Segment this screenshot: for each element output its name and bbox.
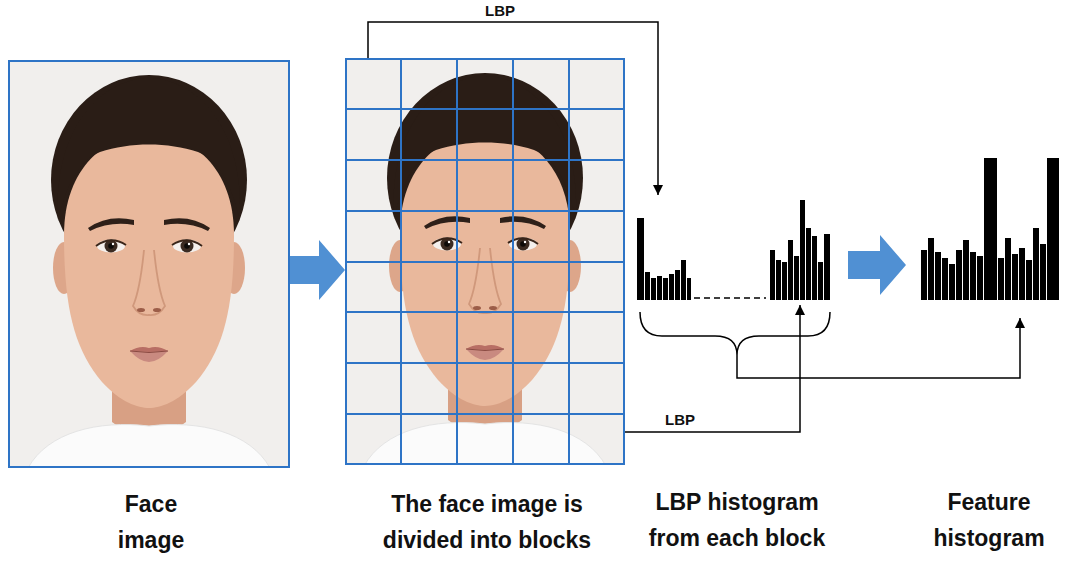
caption-text: Face image — [101, 486, 201, 558]
caption-text: The face image is divided into blocks — [362, 486, 612, 558]
grid-line — [345, 159, 625, 161]
caption-block: The face image is divided into blocks — [362, 486, 612, 558]
histogram-group: LBP histogram from each block — [632, 195, 842, 355]
grid-line — [345, 108, 625, 110]
edge-label: LBP — [482, 2, 518, 20]
caption-block: Feature histogram — [914, 484, 1064, 556]
block-arrow — [848, 235, 906, 295]
curly-brace — [640, 312, 830, 355]
histogram-group: Feature histogram — [912, 150, 1066, 318]
face-photo — [8, 60, 290, 468]
histogram-bars — [637, 218, 691, 300]
edge-label-text: LBP — [662, 411, 698, 428]
grid-line — [345, 362, 625, 364]
face-photo — [345, 58, 625, 465]
caption-text: LBP histogram from each block — [637, 484, 837, 556]
grid-line — [345, 311, 625, 313]
connector-line — [368, 22, 658, 195]
block-arrow — [290, 240, 345, 300]
connector-line — [625, 305, 800, 432]
grid-line — [345, 210, 625, 212]
caption-block: LBP histogram from each block — [637, 484, 837, 556]
connector-line — [737, 318, 1020, 378]
edge-label-text: LBP — [482, 2, 518, 19]
ellipsis-dashes — [694, 297, 766, 299]
grid-line — [345, 261, 625, 263]
image-frame: The face image is divided into blocks — [345, 58, 625, 465]
caption-block: Face image — [101, 486, 201, 558]
histogram-bars — [770, 200, 830, 300]
block-grid — [345, 58, 625, 465]
caption-text: Feature histogram — [914, 484, 1064, 556]
face-photo-original — [8, 60, 290, 468]
feature-histogram-bars — [921, 158, 1059, 300]
edge-label: LBP — [662, 411, 698, 429]
image-frame: Face image — [8, 60, 290, 468]
face-photo-blocked — [345, 58, 625, 465]
grid-line — [345, 413, 625, 415]
